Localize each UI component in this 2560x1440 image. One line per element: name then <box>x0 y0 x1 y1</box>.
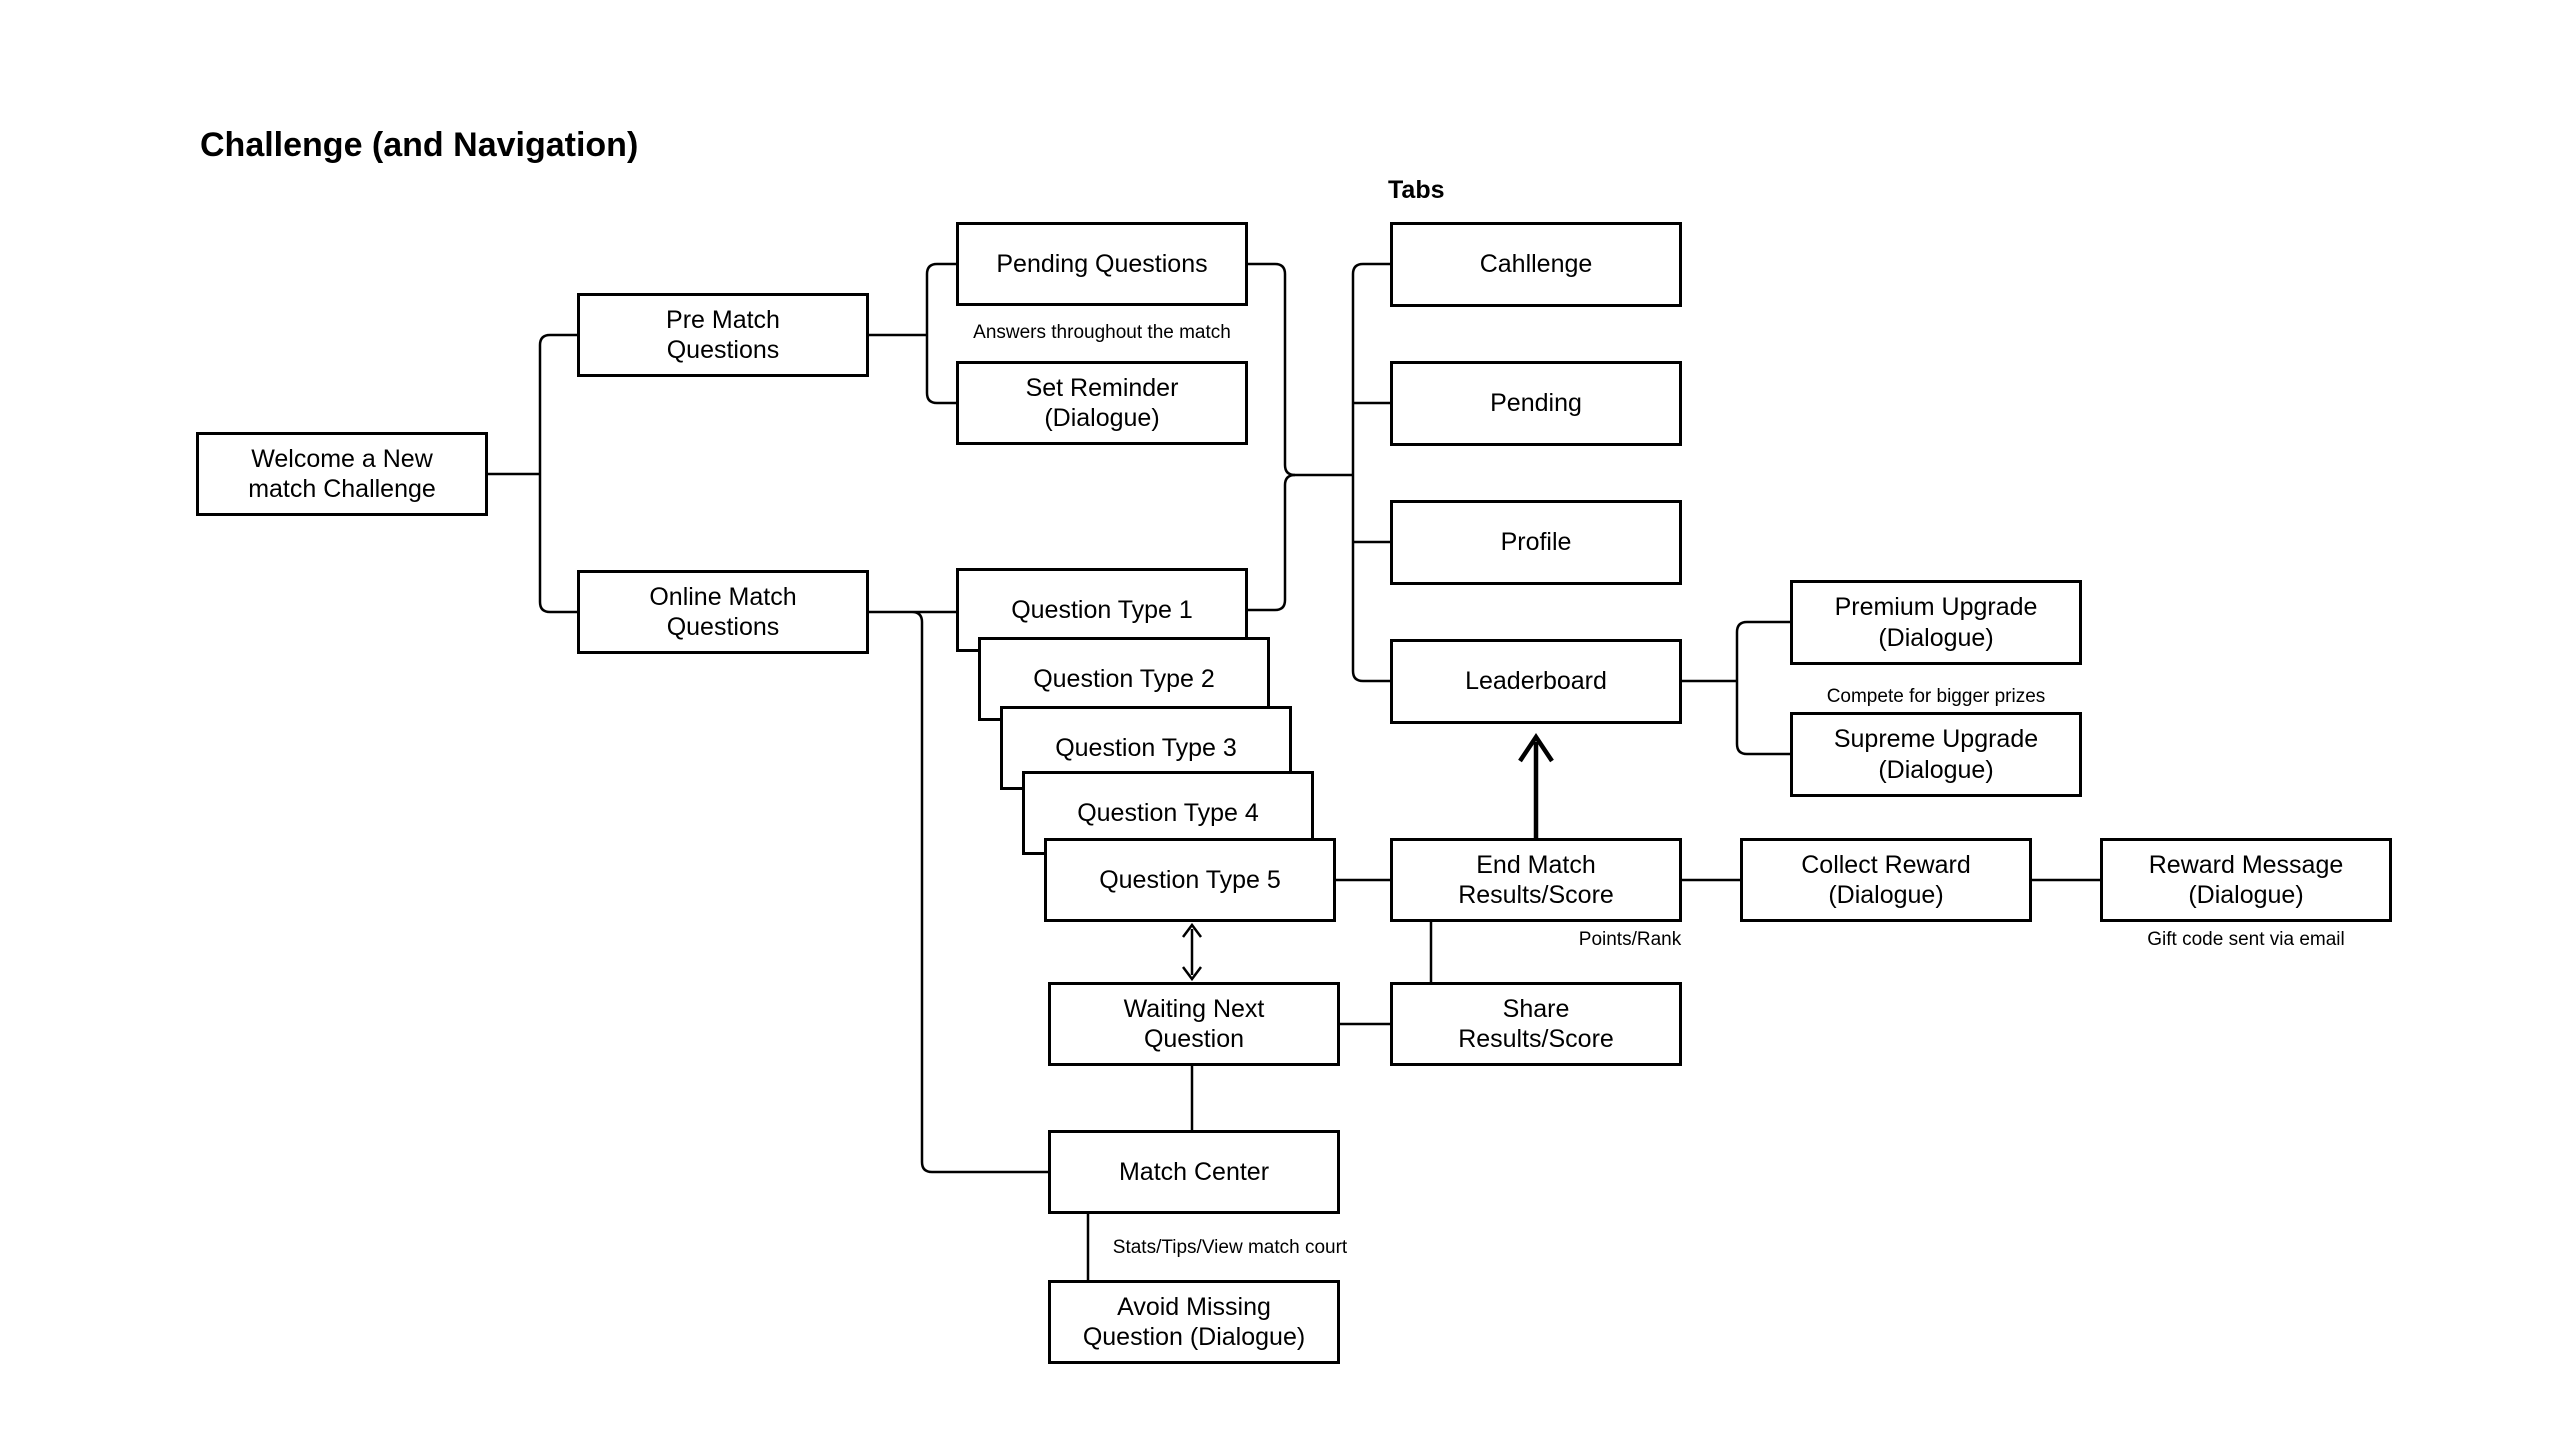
connector-prematch-branch <box>869 262 956 405</box>
node-welcome[interactable]: Welcome a New match Challenge <box>196 432 488 516</box>
node-reward-message[interactable]: Reward Message (Dialogue) <box>2100 838 2392 922</box>
node-tab-profile[interactable]: Profile <box>1390 500 1682 585</box>
note-answers: Answers throughout the match <box>973 322 1231 343</box>
connector-pendingquestions-to-tabs <box>1248 262 1353 477</box>
connector-welcome-branch <box>488 333 577 614</box>
node-tab-pending[interactable]: Pending <box>1390 361 1682 446</box>
connector-onlinematch-branch <box>869 610 1048 1174</box>
tabs-group-label: Tabs <box>1388 176 1445 204</box>
connector-tabs-bracket <box>1351 262 1390 683</box>
node-collect-reward[interactable]: Collect Reward (Dialogue) <box>1740 838 2032 922</box>
note-compete: Compete for bigger prizes <box>1826 686 2046 707</box>
node-pending-questions[interactable]: Pending Questions <box>956 222 1248 306</box>
node-qt5[interactable]: Question Type 5 <box>1044 838 1336 922</box>
node-share[interactable]: Share Results/Score <box>1390 982 1682 1066</box>
page-title: Challenge (and Navigation) <box>200 126 639 164</box>
node-match-center[interactable]: Match Center <box>1048 1130 1340 1214</box>
node-waiting[interactable]: Waiting Next Question <box>1048 982 1340 1066</box>
arrow-endmatch-to-leaderboard <box>1518 732 1554 838</box>
node-supreme[interactable]: Supreme Upgrade (Dialogue) <box>1790 712 2082 797</box>
note-gift-code: Gift code sent via email <box>2147 929 2345 950</box>
note-stats-tips: Stats/Tips/View match court <box>1112 1237 1348 1258</box>
node-online-match[interactable]: Online Match Questions <box>577 570 869 654</box>
double-arrow-qt5-waiting <box>1182 922 1202 982</box>
node-premium[interactable]: Premium Upgrade (Dialogue) <box>1790 580 2082 665</box>
node-tab-challenge[interactable]: Cahllenge <box>1390 222 1682 307</box>
node-end-match[interactable]: End Match Results/Score <box>1390 838 1682 922</box>
node-tab-leaderboard[interactable]: Leaderboard <box>1390 639 1682 724</box>
connector-qt1-to-tabs <box>1248 473 1296 612</box>
node-avoid-missing[interactable]: Avoid Missing Question (Dialogue) <box>1048 1280 1340 1364</box>
node-set-reminder[interactable]: Set Reminder (Dialogue) <box>956 361 1248 445</box>
node-pre-match[interactable]: Pre Match Questions <box>577 293 869 377</box>
note-points-rank: Points/Rank <box>1578 929 1682 950</box>
connector-leaderboard-branch <box>1682 620 1790 756</box>
